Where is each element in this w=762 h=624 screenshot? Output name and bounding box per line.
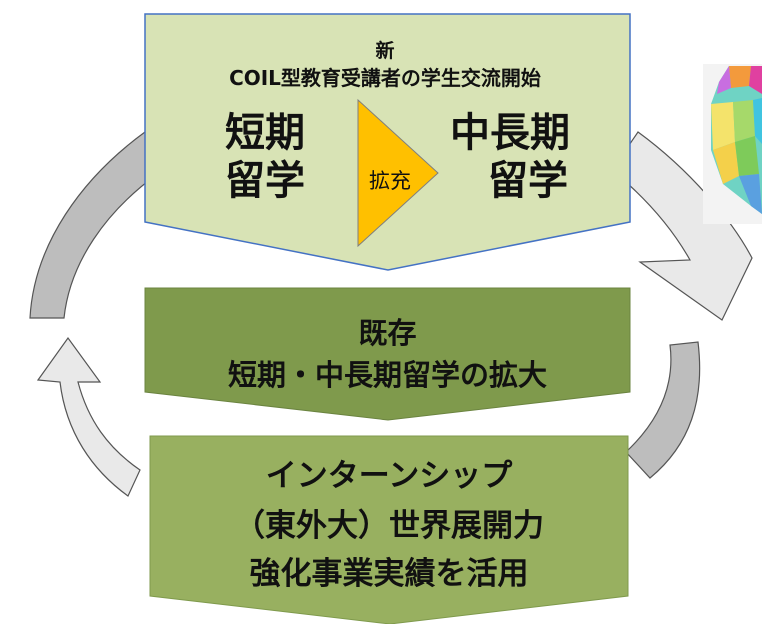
bottom-box-line3: 強化事業実績を活用 [249, 556, 529, 592]
short-term-line2: 留学 [225, 158, 305, 204]
middle-box-line1: 既存 [358, 316, 417, 350]
bottom-box [149, 435, 629, 624]
middle-box [144, 287, 631, 421]
bottom-box-line1: インターンシップ [265, 458, 513, 494]
cycle-arrow-left-lower [36, 336, 141, 497]
top-box-new-label: 新 [375, 40, 395, 62]
cycle-arrow-left [29, 130, 157, 319]
cycle-arrow-right-lower [625, 341, 701, 479]
cycle-arrow-right [611, 131, 753, 321]
top-box-subtitle: COIL型教育受講者の学生交流開始 [229, 66, 541, 90]
mid-long-line2: 留学 [488, 158, 568, 204]
expand-label: 拡充 [369, 169, 411, 193]
expand-triangle-icon [357, 98, 439, 248]
map-fragment [703, 64, 762, 224]
mid-long-line1: 中長期 [450, 110, 570, 156]
bottom-box-line2: （東外大）世界展開力 [234, 508, 544, 544]
middle-box-line2: 短期・中長期留学の拡大 [227, 358, 547, 392]
short-term-line1: 短期 [225, 110, 305, 156]
